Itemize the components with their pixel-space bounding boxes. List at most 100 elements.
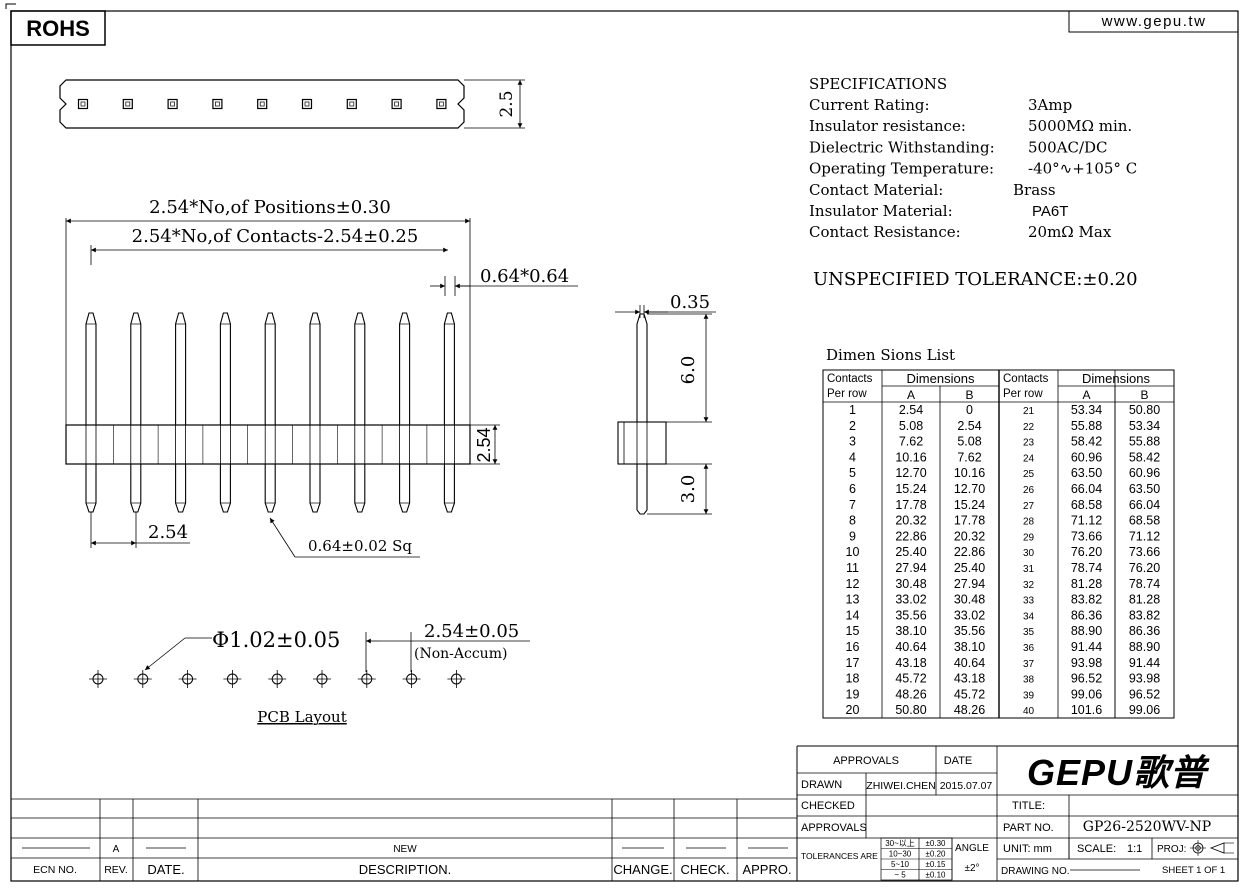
dim-table-cell: 7 — [849, 498, 856, 512]
dim-table-cell: 43.18 — [954, 672, 985, 686]
dim-table-cell: 15.24 — [895, 482, 926, 496]
dim-table-cell: 27.94 — [895, 561, 926, 575]
dim-table-cell: 8 — [849, 514, 856, 528]
dim-hole: Φ1.02±0.05 — [212, 628, 340, 652]
dim-table-cell: 66.04 — [1129, 498, 1160, 512]
dim-table-cell: 16 — [846, 640, 860, 654]
drawn-label: DRAWN — [801, 779, 842, 791]
dim-table-cell: 10 — [846, 545, 860, 559]
pcb-layout: Φ1.02±0.05 2.54±0.05 (Non-Accum) PCB Lay… — [89, 621, 530, 726]
website-box: www.gepu.tw — [1068, 11, 1238, 33]
dim-table-cell: 58.42 — [1129, 450, 1160, 464]
front-view: 2.54*No,of Positions±0.30 2.54*No,of Con… — [65, 197, 578, 558]
dim-table-cell: 53.34 — [1129, 419, 1160, 433]
front-pin — [443, 312, 455, 513]
rev-header: REV. — [104, 864, 128, 876]
website-url: www.gepu.tw — [1101, 13, 1207, 30]
dim-side-thickness: 0.35 — [670, 292, 710, 313]
spec-label: Insulator resistance: — [809, 117, 966, 135]
dim-table-cell: 55.88 — [1129, 435, 1160, 449]
unit-label: UNIT: mm — [1003, 843, 1052, 855]
dim-table-cell: 22 — [1023, 422, 1035, 433]
dim-table-cell: 14 — [846, 608, 860, 622]
spec-value: 5000MΩ min. — [1028, 117, 1132, 135]
dim-table-cell: 38.10 — [954, 640, 985, 654]
pcb-hole-icon — [402, 670, 421, 688]
rohs-badge: ROHS — [10, 10, 106, 46]
projection-symbol-icon — [1190, 840, 1234, 856]
dim-lower-pin: 3.0 — [678, 475, 699, 504]
dim-table-cell: 78.74 — [1129, 577, 1160, 591]
dim-table-cell: 3 — [849, 435, 856, 449]
dim-table-cell: 17 — [846, 656, 860, 670]
dim-non-accum: (Non-Accum) — [414, 646, 507, 662]
tol-range-1: 30~以上 — [885, 839, 915, 848]
dim-table-cell: 33 — [1023, 596, 1035, 607]
spec-label: Contact Material: — [809, 181, 943, 199]
front-pin — [175, 312, 187, 513]
dim-table-cell: 13 — [846, 593, 860, 607]
dim-table-cell: 20.32 — [895, 514, 926, 528]
pcb-hole-icon — [133, 670, 152, 688]
dim-table-cell: 5.08 — [957, 435, 981, 449]
dim-table-cell: 5 — [849, 466, 856, 480]
dim-table-cell: 36 — [1023, 643, 1035, 654]
top-pin-square — [391, 98, 402, 110]
tol-range-3: 5~10 — [891, 860, 910, 869]
dim-table-cell: 30 — [1023, 548, 1035, 559]
dim-positions: 2.54*No,of Positions±0.30 — [149, 197, 391, 218]
dim-table-cell: 83.82 — [1129, 608, 1160, 622]
dim-table-cell: 88.90 — [1129, 640, 1160, 654]
dim-body-height: 2.54 — [474, 427, 494, 462]
dim-table-cell: 86.36 — [1129, 624, 1160, 638]
dim-table-cell: 22.86 — [895, 529, 926, 543]
dim-table-cell: 101.6 — [1071, 703, 1102, 717]
drawing-no-label: DRAWING NO. — [1001, 866, 1070, 877]
spec-value: Brass — [1013, 181, 1056, 199]
spec-row: Dielectric Withstanding:500AC/DC — [809, 138, 1108, 156]
spec-row: Operating Temperature:-40°∿+105° C — [809, 160, 1137, 178]
dim-table-cell: 10.16 — [954, 466, 985, 480]
top-pin-square — [257, 98, 268, 110]
dim-table-header-dimensions: Dimensions — [907, 371, 975, 386]
dim-table-cell: 48.26 — [954, 703, 985, 717]
pcb-hole-icon — [447, 670, 466, 688]
dim-table-cell: 68.58 — [1129, 514, 1160, 528]
dim-table-cell: 1 — [849, 403, 856, 417]
dim-table-cell: 2.54 — [899, 403, 923, 417]
part-no-value: GP26-2520WV-NP — [1083, 819, 1211, 835]
dim-table-cell: 86.36 — [1071, 608, 1102, 622]
dim-table-cell: 19 — [846, 687, 860, 701]
dim-table-cell: 78.74 — [1071, 561, 1102, 575]
dim-table-header-per-row: Per row — [1003, 388, 1043, 400]
date-col-header: DATE. — [147, 862, 184, 877]
gepu-logo: GEPU歌普 — [1027, 752, 1210, 793]
approvals-label: APPROVALS — [801, 822, 867, 834]
dim-table-cell: 93.98 — [1071, 656, 1102, 670]
pcb-hole-icon — [313, 670, 331, 688]
spec-label: Dielectric Withstanding: — [809, 138, 995, 156]
dim-table-cell: 38 — [1023, 675, 1035, 686]
dim-table-cell: 48.26 — [895, 687, 926, 701]
dim-table-header-b: B — [1140, 388, 1148, 402]
dim-table-cell: 23 — [1023, 438, 1035, 449]
dim-table-cell: 45.72 — [954, 687, 985, 701]
dim-upper-pin: 6.0 — [678, 356, 699, 385]
side-view: 0.35 6.0 3.0 — [615, 292, 716, 515]
pcb-hole-icon — [89, 670, 107, 688]
dim-table-cell: 71.12 — [1071, 514, 1102, 528]
dim-table-cell: 99.06 — [1071, 687, 1102, 701]
part-no-label: PART NO. — [1003, 822, 1054, 834]
dim-table-cell: 32 — [1023, 580, 1035, 591]
dim-table-cell: 33.02 — [895, 593, 926, 607]
spec-label: Operating Temperature: — [809, 160, 994, 178]
appro-header: APPRO. — [742, 862, 791, 877]
dim-table-cell: 58.42 — [1071, 435, 1102, 449]
rev-value: A — [113, 844, 120, 855]
dim-table-header-contacts: Contacts — [827, 373, 873, 385]
sheet-label: SHEET 1 OF 1 — [1162, 865, 1225, 876]
description-header: DESCRIPTION. — [359, 862, 451, 877]
front-pin — [264, 312, 276, 513]
dim-table-cell: 17.78 — [895, 498, 926, 512]
